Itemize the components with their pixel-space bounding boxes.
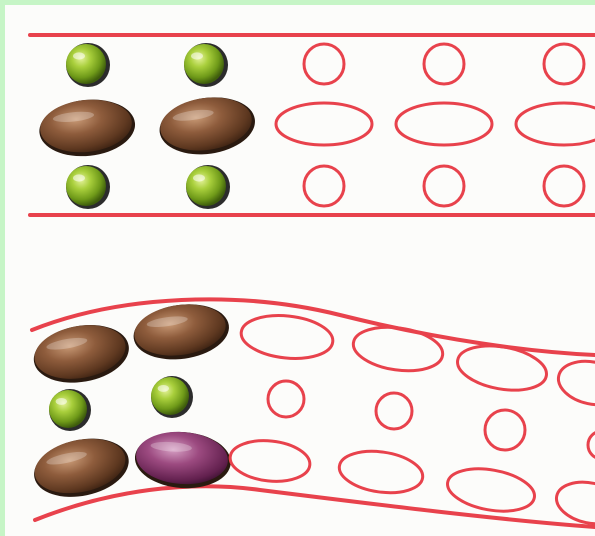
brown-bean-icon[interactable]: [37, 95, 138, 161]
empty-oval-slot[interactable]: [554, 355, 595, 410]
empty-oval-slot[interactable]: [516, 103, 595, 145]
empty-round-slot[interactable]: [304, 44, 344, 84]
brown-bean-icon[interactable]: [130, 298, 233, 365]
empty-round-slot[interactable]: [485, 410, 525, 450]
empty-oval-slot[interactable]: [454, 340, 550, 397]
empty-round-slot[interactable]: [376, 393, 412, 429]
empty-round-slot[interactable]: [588, 431, 595, 459]
pea-icon[interactable]: [184, 43, 228, 87]
empty-oval-slot[interactable]: [337, 446, 426, 497]
empty-round-slot[interactable]: [544, 166, 584, 206]
empty-round-slot[interactable]: [544, 44, 584, 84]
empty-oval-slot[interactable]: [444, 463, 538, 518]
empty-round-slot[interactable]: [304, 166, 344, 206]
puzzle-straight-row: [30, 35, 595, 215]
empty-round-slot[interactable]: [424, 44, 464, 84]
empty-oval-slot[interactable]: [239, 311, 335, 362]
pea-icon[interactable]: [186, 165, 230, 209]
pea-icon[interactable]: [66, 165, 110, 209]
empty-oval-slot[interactable]: [396, 103, 492, 145]
purple-bean-icon[interactable]: [133, 429, 233, 492]
brown-bean-icon[interactable]: [156, 91, 259, 160]
empty-oval-slot[interactable]: [276, 103, 372, 145]
brown-bean-icon[interactable]: [29, 318, 133, 390]
pea-icon[interactable]: [49, 389, 91, 431]
pea-icon[interactable]: [66, 43, 110, 87]
empty-round-slot[interactable]: [268, 381, 304, 417]
puzzle-curved-row: [29, 298, 595, 529]
pea-icon[interactable]: [151, 376, 193, 418]
empty-round-slot[interactable]: [424, 166, 464, 206]
empty-oval-slot[interactable]: [228, 437, 312, 485]
empty-oval-slot[interactable]: [553, 476, 595, 529]
channel-bottom-curve: [35, 486, 595, 527]
